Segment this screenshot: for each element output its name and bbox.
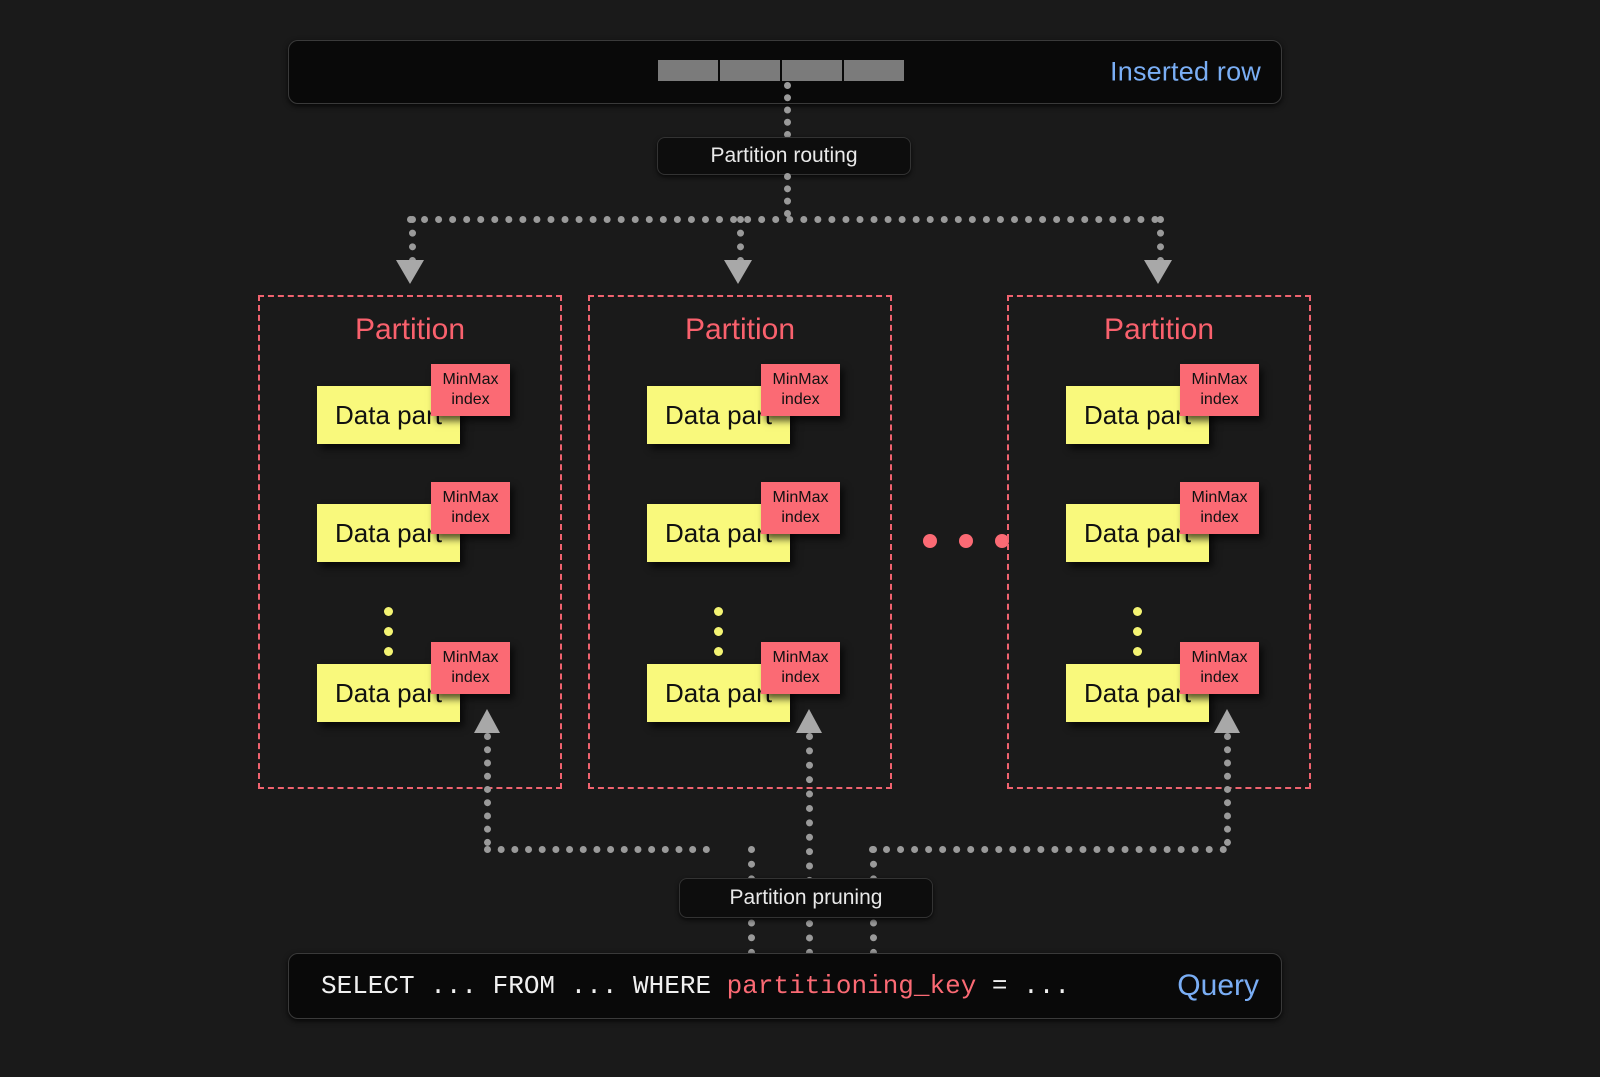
minmax-index-box[interactable]: MinMax index [431, 642, 510, 694]
arrow-from-pruning-to-partition-2 [796, 709, 822, 733]
arrow-from-pruning-to-partition-3 [1214, 709, 1240, 733]
inserted-row-panel: Inserted row [288, 40, 1282, 104]
row-cell [658, 60, 718, 81]
vertical-ellipsis [714, 607, 723, 656]
connector-pruning-partition-1-horiz [484, 846, 710, 853]
minmax-index-line1: MinMax [1191, 489, 1248, 507]
partitions-ellipsis [923, 534, 1009, 548]
partition-title: Partition [1103, 313, 1215, 346]
data-part-label: Data part [1084, 677, 1191, 708]
minmax-index-box[interactable]: MinMax index [1180, 642, 1259, 694]
partition-pruning-box[interactable]: Partition pruning [679, 878, 933, 918]
minmax-index-box[interactable]: MinMax index [431, 482, 510, 534]
ellipsis-dot [1133, 607, 1142, 616]
ellipsis-dot [1133, 647, 1142, 656]
ellipsis-dot [714, 627, 723, 636]
partition-box-2[interactable]: Partition Data part MinMax index Data pa… [588, 295, 892, 789]
ellipsis-dot [714, 647, 723, 656]
partition-box-1[interactable]: Partition Data part MinMax index Data pa… [258, 295, 562, 789]
data-part-label: Data part [665, 399, 772, 430]
routing-bus-line [407, 216, 1159, 223]
connector-pruning-partition-2-vert [806, 733, 813, 956]
vertical-ellipsis [384, 607, 393, 656]
connector-pruning-partition-1-vert [484, 733, 491, 846]
minmax-index-box[interactable]: MinMax index [1180, 364, 1259, 416]
arrow-to-partition-3 [1144, 260, 1172, 284]
minmax-index-line2: index [451, 391, 490, 408]
minmax-index-line2: index [1200, 509, 1239, 526]
connector-bus-to-partition-2 [737, 216, 744, 264]
minmax-index-box[interactable]: MinMax index [761, 642, 840, 694]
minmax-index-line2: index [781, 509, 820, 526]
minmax-index-line1: MinMax [442, 371, 499, 389]
minmax-index-box[interactable]: MinMax index [761, 364, 840, 416]
ellipsis-dot [384, 627, 393, 636]
arrow-to-partition-2 [724, 260, 752, 284]
minmax-index-line1: MinMax [1191, 371, 1248, 389]
minmax-index-box[interactable]: MinMax index [761, 482, 840, 534]
inserted-row-cells [658, 60, 904, 81]
ellipsis-dot [959, 534, 973, 548]
query-sql-suffix: = ... [976, 971, 1070, 1001]
ellipsis-dot [384, 647, 393, 656]
minmax-index-line1: MinMax [772, 371, 829, 389]
data-part-label: Data part [665, 517, 772, 548]
ellipsis-dot [995, 534, 1009, 548]
minmax-index-line1: MinMax [1191, 649, 1248, 667]
partition-title: Partition [354, 313, 466, 346]
ellipsis-dot [1133, 627, 1142, 636]
minmax-index-line2: index [781, 391, 820, 408]
partition-routing-label: Partition routing [710, 144, 858, 167]
arrow-from-pruning-to-partition-1 [474, 709, 500, 733]
data-part-label: Data part [1084, 399, 1191, 430]
connector-row-to-routing [784, 82, 791, 138]
connector-bus-to-partition-1 [409, 216, 416, 264]
minmax-index-box[interactable]: MinMax index [431, 364, 510, 416]
partition-pruning-label: Partition pruning [729, 886, 883, 909]
data-part-label: Data part [665, 677, 772, 708]
connector-routing-to-bus [784, 173, 791, 217]
minmax-index-line2: index [781, 669, 820, 686]
query-partitioning-key: partitioning_key [726, 971, 977, 1001]
ellipsis-dot [714, 607, 723, 616]
minmax-index-line2: index [1200, 669, 1239, 686]
minmax-index-line1: MinMax [772, 649, 829, 667]
row-cell [720, 60, 780, 81]
partition-box-3[interactable]: Partition Data part MinMax index Data pa… [1007, 295, 1311, 789]
connector-bus-to-partition-3 [1157, 216, 1164, 264]
data-part-label: Data part [335, 517, 442, 548]
row-cell [844, 60, 904, 81]
query-sql-text[interactable]: SELECT ... FROM ... WHERE partitioning_k… [321, 971, 1070, 1001]
row-cell [782, 60, 842, 81]
connector-pruning-partition-3-vert [1224, 733, 1231, 846]
connector-pruning-partition-3-horiz [869, 846, 1227, 853]
vertical-ellipsis [1133, 607, 1142, 656]
inserted-row-label: Inserted row [1110, 56, 1261, 87]
ellipsis-dot [923, 534, 937, 548]
data-part-label: Data part [335, 399, 442, 430]
query-panel: SELECT ... FROM ... WHERE partitioning_k… [288, 953, 1282, 1019]
minmax-index-line1: MinMax [442, 489, 499, 507]
query-sql-prefix: SELECT ... FROM ... WHERE [321, 971, 727, 1001]
data-part-label: Data part [335, 677, 442, 708]
minmax-index-line2: index [451, 669, 490, 686]
minmax-index-line1: MinMax [772, 489, 829, 507]
minmax-index-line2: index [451, 509, 490, 526]
minmax-index-line1: MinMax [442, 649, 499, 667]
query-label: Query [1177, 969, 1259, 1002]
partition-routing-box[interactable]: Partition routing [657, 137, 911, 175]
ellipsis-dot [384, 607, 393, 616]
arrow-to-partition-1 [396, 260, 424, 284]
minmax-index-line2: index [1200, 391, 1239, 408]
minmax-index-box[interactable]: MinMax index [1180, 482, 1259, 534]
partition-title: Partition [684, 313, 796, 346]
data-part-label: Data part [1084, 517, 1191, 548]
